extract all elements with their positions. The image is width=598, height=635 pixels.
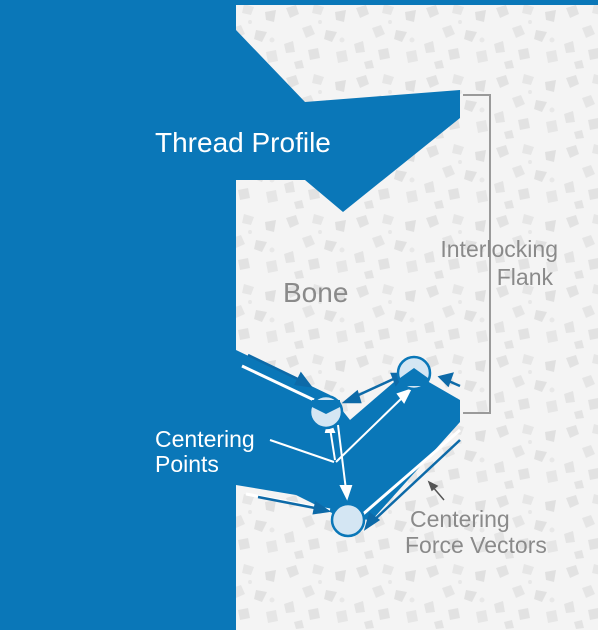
force-vectors (247, 353, 461, 531)
interlocking-flank-bracket (463, 94, 491, 414)
centering-points-label-line2: Points (155, 451, 219, 477)
centering-points-label-line1: Centering (155, 426, 255, 452)
centering-point-3 (330, 502, 366, 538)
interlocking-flank-label-line1: Interlocking (440, 236, 558, 262)
interlocking-flank-label-line2: Flank (497, 264, 554, 290)
force-vector-pointer (427, 480, 445, 501)
centering-point-notches (312, 368, 428, 414)
flank-contact-line-2 (361, 428, 461, 517)
thread-profile-label: Thread Profile (155, 127, 331, 158)
top-border (0, 0, 598, 5)
centering-force-label-line1: Centering (410, 506, 510, 532)
flank-contact-line-1 (241, 364, 315, 402)
thread-profile-upper (0, 0, 460, 630)
centering-force-label-line2: Force Vectors (405, 532, 547, 558)
bone-label: Bone (283, 277, 348, 308)
